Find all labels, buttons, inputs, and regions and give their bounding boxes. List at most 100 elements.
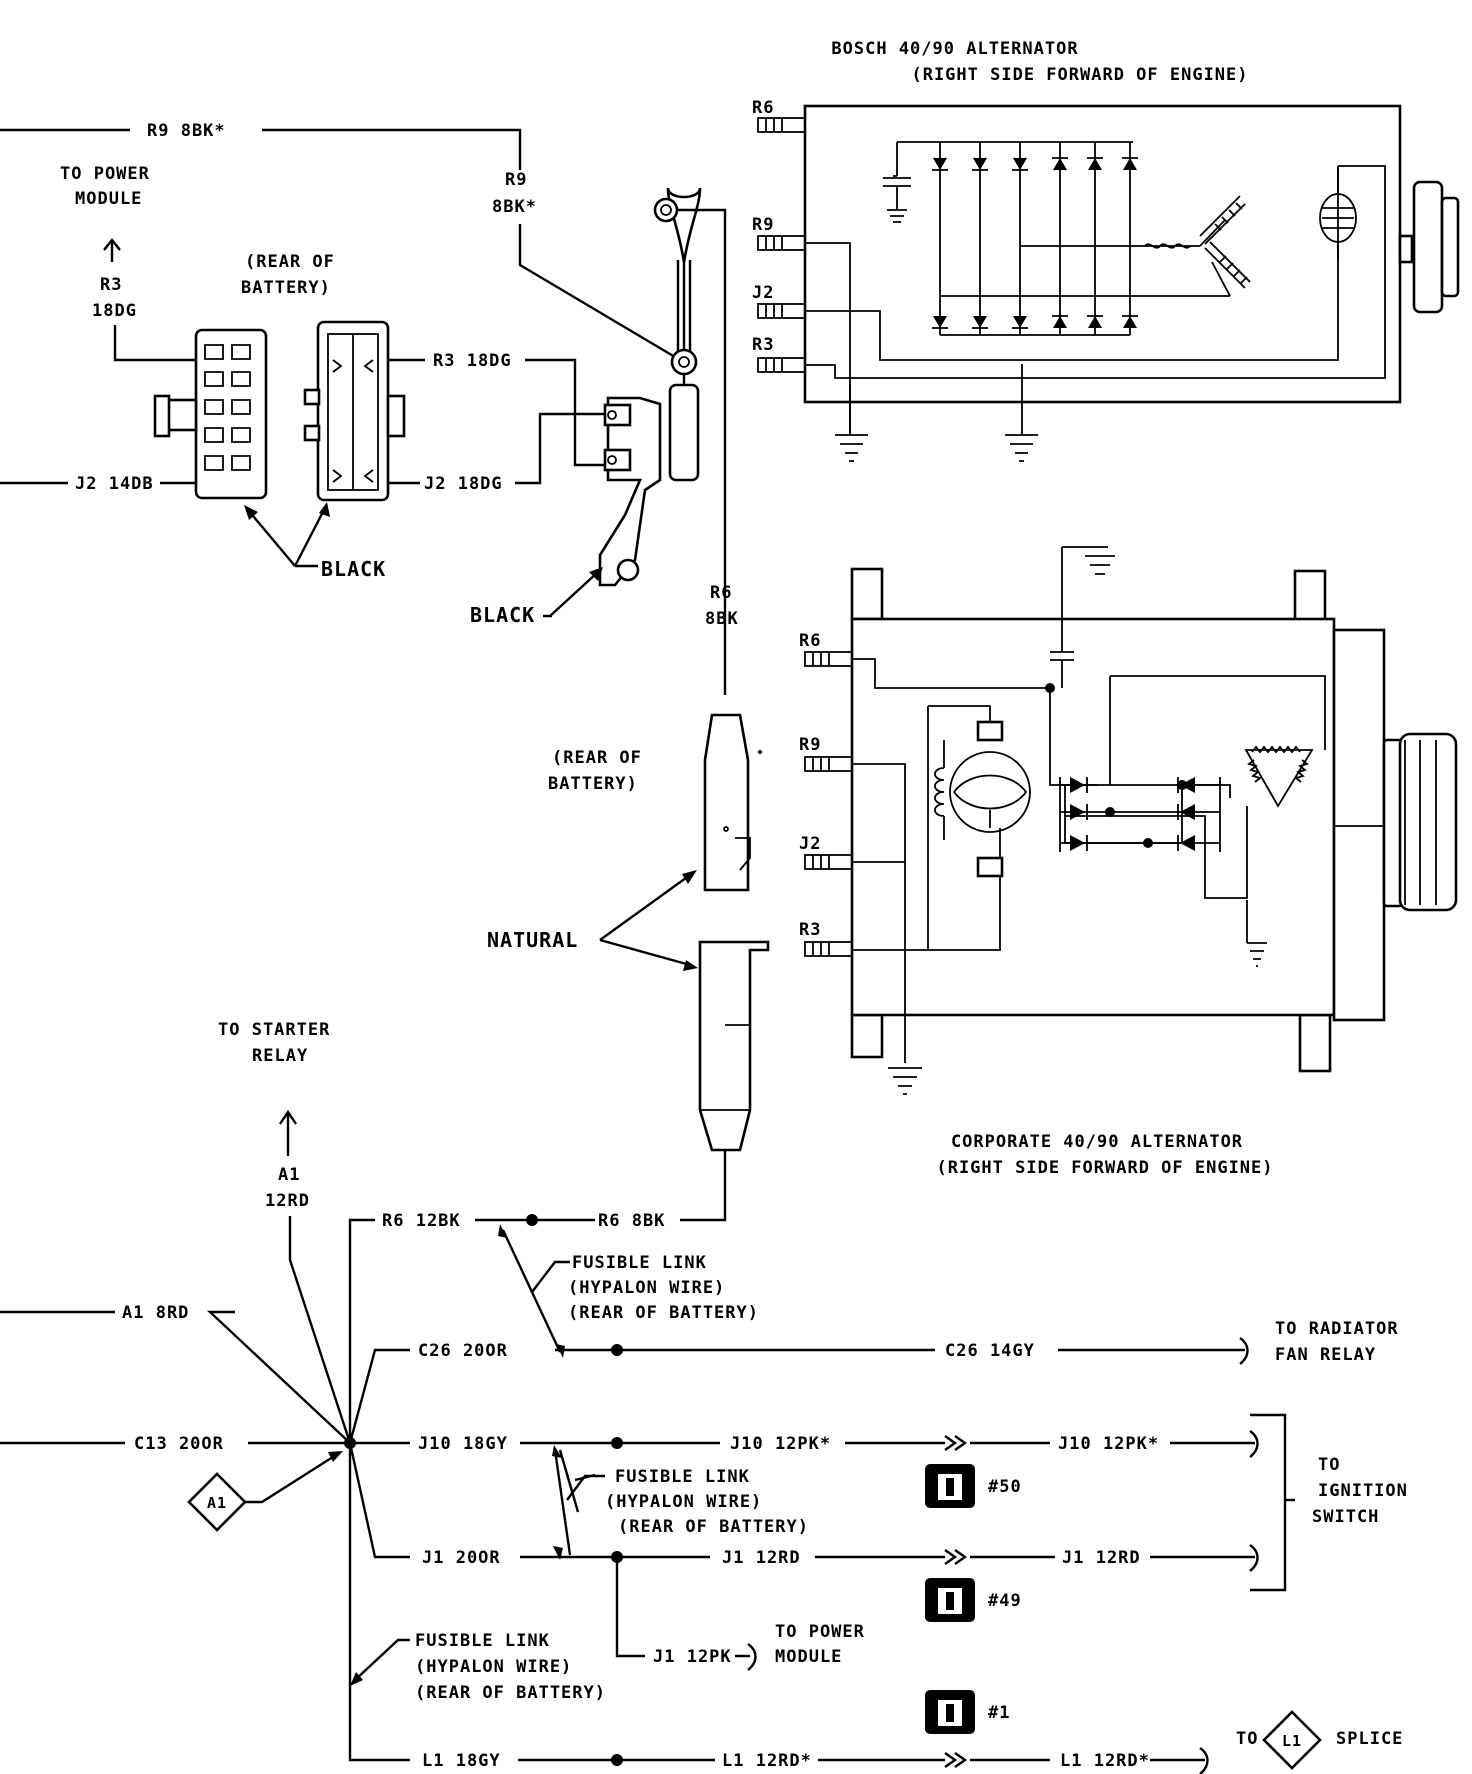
lower-harness: TO STARTER RELAY A1 12RD A1 8RD C13 20OR… <box>0 1020 1408 1774</box>
bosch-rotor <box>1319 166 1357 260</box>
wire-label-c13-20or: C13 20OR <box>134 1434 224 1454</box>
connector-b <box>303 320 406 502</box>
svg-text:J2: J2 <box>799 834 821 854</box>
corporate-front-plate <box>1332 628 1386 1022</box>
bosch-terminal-r9: R9 <box>752 215 806 251</box>
battery-rear-label-1a: (REAR OF <box>245 252 335 272</box>
natural-label: NATURAL <box>487 928 578 952</box>
connector-1-icon: #1 <box>925 1690 1010 1734</box>
upper-harness: R9 8BK* R9 8BK* TO POWER MODULE R3 18DG … <box>0 121 770 1222</box>
ignition-label-3: SWITCH <box>1312 1507 1379 1527</box>
bosch-terminal-r3: R3 <box>752 335 806 373</box>
bosch-alternator: BOSCH 40/90 ALTERNATOR (RIGHT SIDE FORWA… <box>752 39 1460 462</box>
fusible-link-1-line1: FUSIBLE LINK <box>572 1253 707 1273</box>
wire-label-a1-8rd: A1 8RD <box>122 1303 189 1323</box>
corporate-subtitle: (RIGHT SIDE FORWARD OF ENGINE) <box>936 1158 1273 1178</box>
bosch-diodes <box>932 157 1138 329</box>
corporate-stator-coil <box>1244 745 1314 808</box>
power-module-label-1: TO POWER <box>60 164 150 184</box>
corporate-housing <box>850 617 1336 1017</box>
power-module-2-label-1: TO POWER <box>775 1622 865 1642</box>
bosch-internal-wiring <box>805 141 1386 435</box>
bosch-pulley <box>1412 180 1444 314</box>
fusible-link-1-line3: (REAR OF BATTERY) <box>568 1303 759 1323</box>
starter-relay-label-1: TO STARTER <box>218 1020 330 1040</box>
bosch-title: BOSCH 40/90 ALTERNATOR <box>831 39 1078 59</box>
bosch-shaft <box>1398 234 1414 264</box>
corporate-terminal-r3: R3 <box>799 920 853 957</box>
connector-49-label: #49 <box>988 1591 1022 1611</box>
bosch-terminal-r6: R6 <box>752 98 806 133</box>
regulator-plug <box>598 187 702 587</box>
corporate-title: CORPORATE 40/90 ALTERNATOR <box>951 1132 1243 1152</box>
corporate-rotor <box>934 720 1031 878</box>
fusible-link-3-line2: (HYPALON WIRE) <box>415 1657 572 1677</box>
fusible-link-2-line2: (HYPALON WIRE) <box>605 1492 762 1512</box>
ignition-label-1: TO <box>1318 1455 1340 1475</box>
wire-label-r9-top: R9 8BK* <box>147 121 226 141</box>
splice-a1-diamond: A1 <box>187 1451 343 1532</box>
bosch-capacitor-symbol <box>883 177 911 223</box>
bosch-subtitle: (RIGHT SIDE FORWARD OF ENGINE) <box>911 65 1248 85</box>
svg-text:R6: R6 <box>752 98 774 118</box>
wire-label-r9-vertical-2: 8BK* <box>492 197 537 217</box>
wire-label-r6-vertical-2: 8BK <box>705 609 739 629</box>
wire-break-icon-2 <box>279 1109 297 1125</box>
wire-label-c26-14gy: C26 14GY <box>945 1341 1035 1361</box>
svg-text:J2: J2 <box>752 283 774 303</box>
wire-label-r6-8bk: R6 8BK <box>598 1211 665 1231</box>
wire-label-j10-18gy: J10 18GY <box>418 1434 508 1454</box>
corporate-pulley <box>1398 732 1458 912</box>
wire-break-icon <box>103 238 121 251</box>
splice-prefix: TO <box>1236 1729 1258 1749</box>
svg-text:R3: R3 <box>752 335 774 355</box>
wire-label-j1-12rd-b: J1 12RD <box>1062 1548 1141 1568</box>
wire-label-r3-left-1: R3 <box>100 275 122 295</box>
connector-49-icon: #49 <box>925 1578 1022 1622</box>
corporate-terminal-r9: R9 <box>799 735 853 772</box>
starter-relay-label-2: RELAY <box>252 1046 308 1066</box>
wire-label-j1-12pk: J1 12PK <box>653 1647 732 1667</box>
natural-connector-lower <box>698 940 770 1152</box>
bosch-housing <box>803 104 1402 404</box>
power-module-2-label-2: MODULE <box>775 1647 842 1667</box>
svg-text:L1: L1 <box>1282 1732 1302 1750</box>
in-line-connector-icon-2 <box>944 1549 968 1565</box>
svg-text:R9: R9 <box>799 735 821 755</box>
wire-label-r9-vertical-1: R9 <box>505 170 527 190</box>
battery-rear-label-1b: BATTERY) <box>241 278 331 298</box>
ignition-label-2: IGNITION <box>1318 1481 1408 1501</box>
natural-connector-upper <box>703 713 762 892</box>
svg-text:R3: R3 <box>799 920 821 940</box>
bosch-ground-symbols <box>835 434 1038 462</box>
in-line-connector-icon <box>944 1435 968 1451</box>
connector-50-icon: #50 <box>925 1464 1022 1508</box>
wire-label-j10-12pk-b: J10 12PK* <box>1058 1434 1159 1454</box>
battery-rear-label-2b: BATTERY) <box>548 774 638 794</box>
in-line-connector-icon-3 <box>944 1752 968 1768</box>
wire-label-j10-12pk-a: J10 12PK* <box>730 1434 831 1454</box>
radiator-fan-label-1: TO RADIATOR <box>1275 1319 1399 1339</box>
wire-label-a1-vertical-2: 12RD <box>265 1191 310 1211</box>
svg-text:R6: R6 <box>799 631 821 651</box>
corporate-diodes <box>1045 683 1221 852</box>
wire-label-j2-left: J2 14DB <box>75 474 154 494</box>
connector-a <box>153 328 268 500</box>
connector-50-label: #50 <box>988 1477 1022 1497</box>
black-label-2: BLACK <box>470 603 535 627</box>
fusible-link-3-line1: FUSIBLE LINK <box>415 1631 550 1651</box>
wire-label-r6-vertical-1: R6 <box>710 583 732 603</box>
svg-text:R9: R9 <box>752 215 774 235</box>
fusible-link-2-line1: FUSIBLE LINK <box>615 1467 750 1487</box>
wire-label-j1-12rd-a: J1 12RD <box>722 1548 801 1568</box>
wire-label-l1-18gy: L1 18GY <box>422 1751 501 1771</box>
wire-label-j2-right: J2 18DG <box>424 474 503 494</box>
fusible-link-1-line2: (HYPALON WIRE) <box>568 1278 725 1298</box>
power-module-label-2: MODULE <box>75 189 142 209</box>
connector-1-label: #1 <box>988 1703 1010 1723</box>
black-label-1: BLACK <box>321 557 386 581</box>
svg-text:A1: A1 <box>207 1494 227 1512</box>
bosch-stator-coil <box>1144 195 1251 289</box>
radiator-fan-label-2: FAN RELAY <box>1275 1345 1376 1365</box>
